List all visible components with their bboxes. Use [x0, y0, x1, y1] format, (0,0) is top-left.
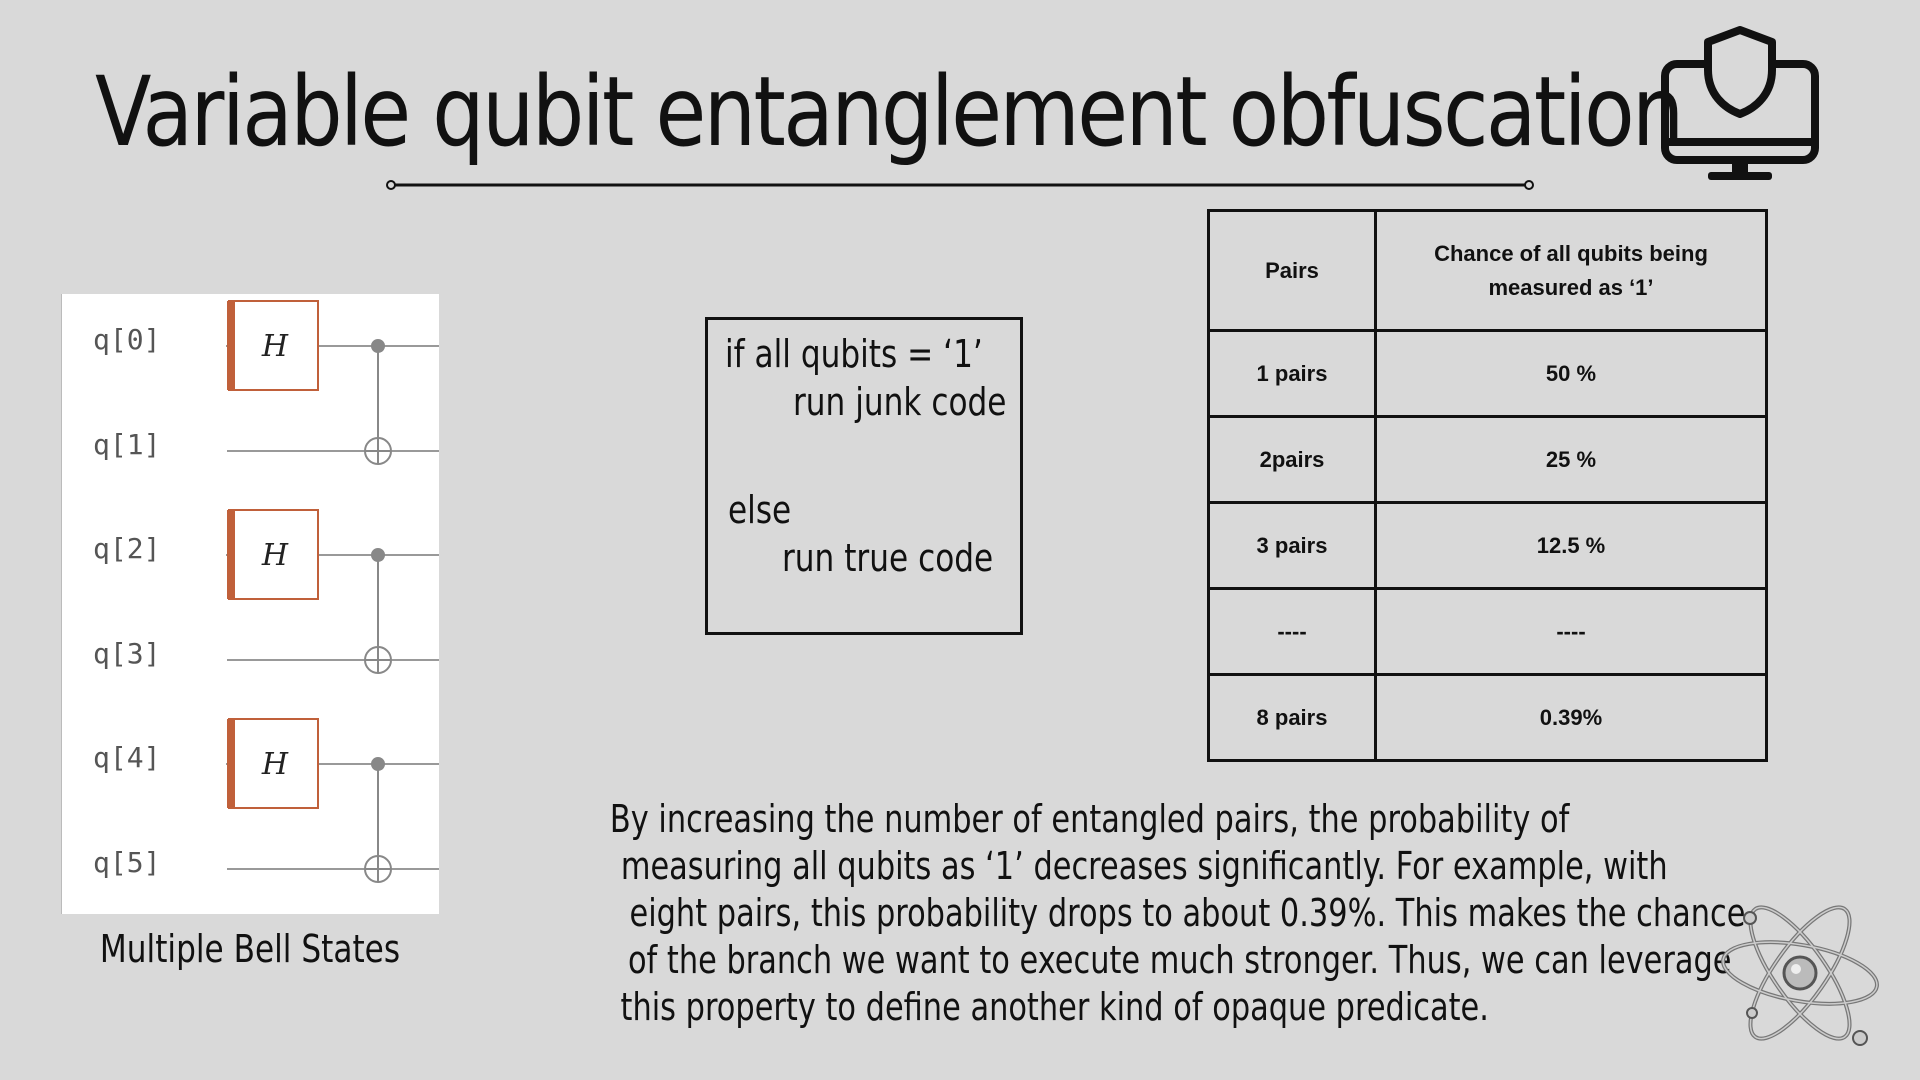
table-cell: 0.39% [1374, 673, 1768, 762]
table-cell: 12.5 % [1374, 501, 1768, 590]
table-row: ---- ---- [1207, 587, 1768, 676]
paragraph-line: measuring all qubits as ‘1’ decreases si… [620, 844, 1668, 888]
paragraph-line: eight pairs, this probability drops to a… [629, 891, 1746, 935]
table-row: 8 pairs 0.39% [1207, 673, 1768, 762]
code-line: run true code [782, 536, 994, 580]
qubit-label: q[5] [93, 846, 161, 879]
qubit-label: q[2] [93, 532, 161, 565]
cnot-gate [364, 339, 392, 465]
circuit-caption: Multiple Bell States [99, 927, 401, 971]
table-header-row: Pairs Chance of all qubits being measure… [1207, 209, 1768, 332]
table-cell: ---- [1207, 587, 1377, 676]
bell-state-circuit: H H H [61, 294, 439, 914]
svg-text:H: H [261, 747, 289, 782]
column-header: Pairs [1207, 209, 1377, 332]
probability-table: Pairs Chance of all qubits being measure… [1207, 209, 1768, 762]
qubit-label: q[4] [93, 741, 161, 774]
circuit-diagram: H H H [61, 294, 439, 914]
qubit-label: q[1] [93, 428, 161, 461]
atom-icon [1721, 905, 1879, 1046]
table-cell: 50 % [1374, 329, 1768, 418]
h-gate: H [227, 509, 319, 600]
title-divider [386, 180, 1534, 190]
table-row: 3 pairs 12.5 % [1207, 501, 1768, 590]
page-title: Variable qubit entanglement obfuscation [95, 56, 1684, 168]
table-cell: 1 pairs [1207, 329, 1377, 418]
paragraph-line: this property to define another kind of … [620, 985, 1490, 1029]
table-cell: 3 pairs [1207, 501, 1377, 590]
h-gate: H [227, 718, 319, 809]
cnot-gate [364, 548, 392, 674]
explanation-paragraph: By increasing the number of entangled pa… [490, 796, 1745, 1031]
table-cell: 25 % [1374, 415, 1768, 504]
h-gate: H [227, 300, 319, 391]
table-row: 2pairs 25 % [1207, 415, 1768, 504]
code-line: else [728, 488, 792, 532]
code-line: if all qubits = ‘1’ [725, 332, 983, 376]
cnot-gate [364, 757, 392, 883]
paragraph-line: By increasing the number of entangled pa… [609, 797, 1570, 841]
paragraph-line: of the branch we want to execute much st… [627, 938, 1732, 982]
pseudocode-box: if all qubits = ‘1’ run junk code else r… [705, 317, 1023, 635]
code-line: run junk code [793, 380, 1007, 424]
table-cell: 2pairs [1207, 415, 1377, 504]
table-cell: ---- [1374, 587, 1768, 676]
table-row: 1 pairs 50 % [1207, 329, 1768, 418]
table-cell: 8 pairs [1207, 673, 1377, 762]
monitor-shield-icon [1661, 26, 1819, 180]
svg-text:H: H [261, 329, 289, 364]
svg-text:H: H [261, 538, 289, 573]
qubit-label: q[3] [93, 637, 161, 670]
qubit-label: q[0] [93, 323, 161, 356]
column-header: Chance of all qubits being measured as ‘… [1374, 209, 1768, 332]
